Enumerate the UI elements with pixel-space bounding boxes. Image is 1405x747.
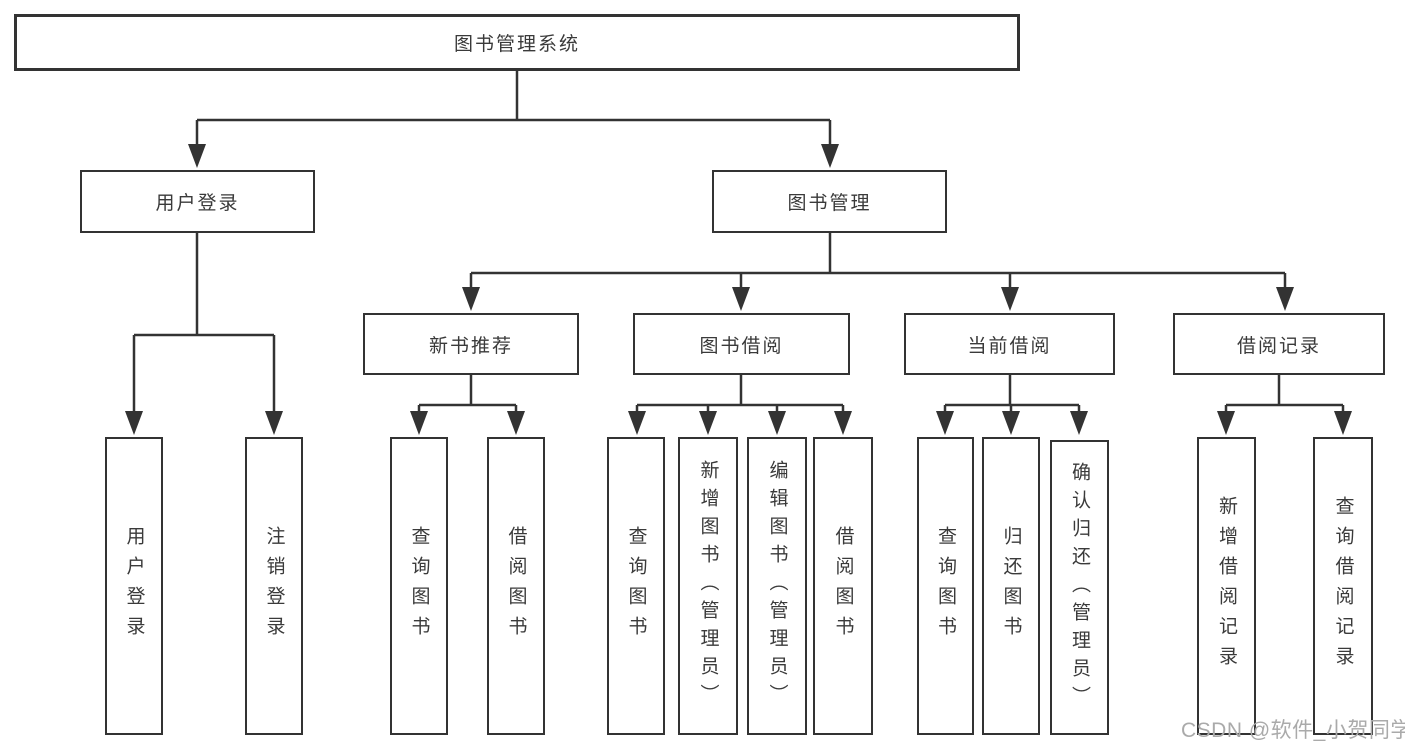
node-leaf-confirm-return-admin: 确认归还（管理员）: [1050, 440, 1109, 735]
node-label: 借阅图书: [832, 526, 854, 646]
node-leaf-add-book-admin: 新增图书（管理员）: [678, 437, 738, 735]
node-label: 新增借阅记录: [1216, 496, 1237, 676]
node-leaf-query-books-1: 查询图书: [390, 437, 448, 735]
connector-records-to-leaves: [1224, 375, 1345, 413]
node-user-login: 用户登录: [80, 170, 315, 233]
node-current-borrow: 当前借阅: [904, 313, 1115, 375]
node-leaf-borrow-books-1: 借阅图书: [487, 437, 545, 735]
node-label: 当前借阅: [967, 335, 1052, 357]
node-label: 编辑图书（管理员）: [766, 460, 788, 712]
node-label: 查询图书: [625, 526, 647, 646]
node-label: 用户登录: [155, 193, 240, 214]
node-book-borrow: 图书借阅: [633, 313, 850, 375]
connector-current-to-leaves: [943, 375, 1081, 413]
connector-root-to-level2: [195, 70, 832, 146]
node-book-management: 图书管理: [712, 170, 947, 233]
node-label: 用户登录: [123, 526, 145, 646]
node-leaf-borrow-books-2: 借阅图书: [813, 437, 873, 735]
node-label: 查询借阅记录: [1332, 496, 1354, 676]
node-label: 归还图书: [1000, 526, 1022, 646]
node-leaf-logout: 注销登录: [245, 437, 303, 735]
node-label: 图书借阅: [699, 335, 784, 357]
node-label: 借阅图书: [505, 526, 527, 646]
node-label: 新增图书（管理员）: [697, 460, 719, 712]
node-leaf-query-books-2: 查询图书: [607, 437, 665, 735]
node-leaf-user-login: 用户登录: [105, 437, 163, 735]
node-leaf-query-books-3: 查询图书: [917, 437, 974, 735]
watermark: CSDN @软件_小贺同学: [1181, 719, 1405, 742]
node-label: 图书管理系统: [453, 34, 580, 55]
connector-userlogin-to-leaves: [132, 233, 276, 413]
node-label: 查询图书: [408, 526, 430, 646]
connector-newbook-to-leaves: [417, 375, 518, 413]
node-leaf-add-borrow-record: 新增借阅记录: [1197, 437, 1256, 735]
node-borrow-records: 借阅记录: [1173, 313, 1385, 375]
node-new-book-recommend: 新书推荐: [363, 313, 579, 375]
arrowheads: [125, 144, 1352, 435]
connector-bookmgmt-to-level3: [469, 233, 1287, 289]
node-label: 查询图书: [935, 526, 956, 646]
node-leaf-edit-book-admin: 编辑图书（管理员）: [747, 437, 807, 735]
node-leaf-query-borrow-record: 查询借阅记录: [1313, 437, 1373, 735]
node-label: 确认归还（管理员）: [1069, 461, 1090, 714]
node-label: 新书推荐: [428, 335, 513, 357]
node-label: 借阅记录: [1236, 335, 1321, 357]
node-leaf-return-book: 归还图书: [982, 437, 1040, 735]
node-library-system: 图书管理系统: [14, 14, 1020, 71]
node-label: 图书管理: [787, 193, 872, 214]
node-label: 注销登录: [263, 526, 285, 646]
connector-borrow-to-leaves: [635, 375, 845, 413]
